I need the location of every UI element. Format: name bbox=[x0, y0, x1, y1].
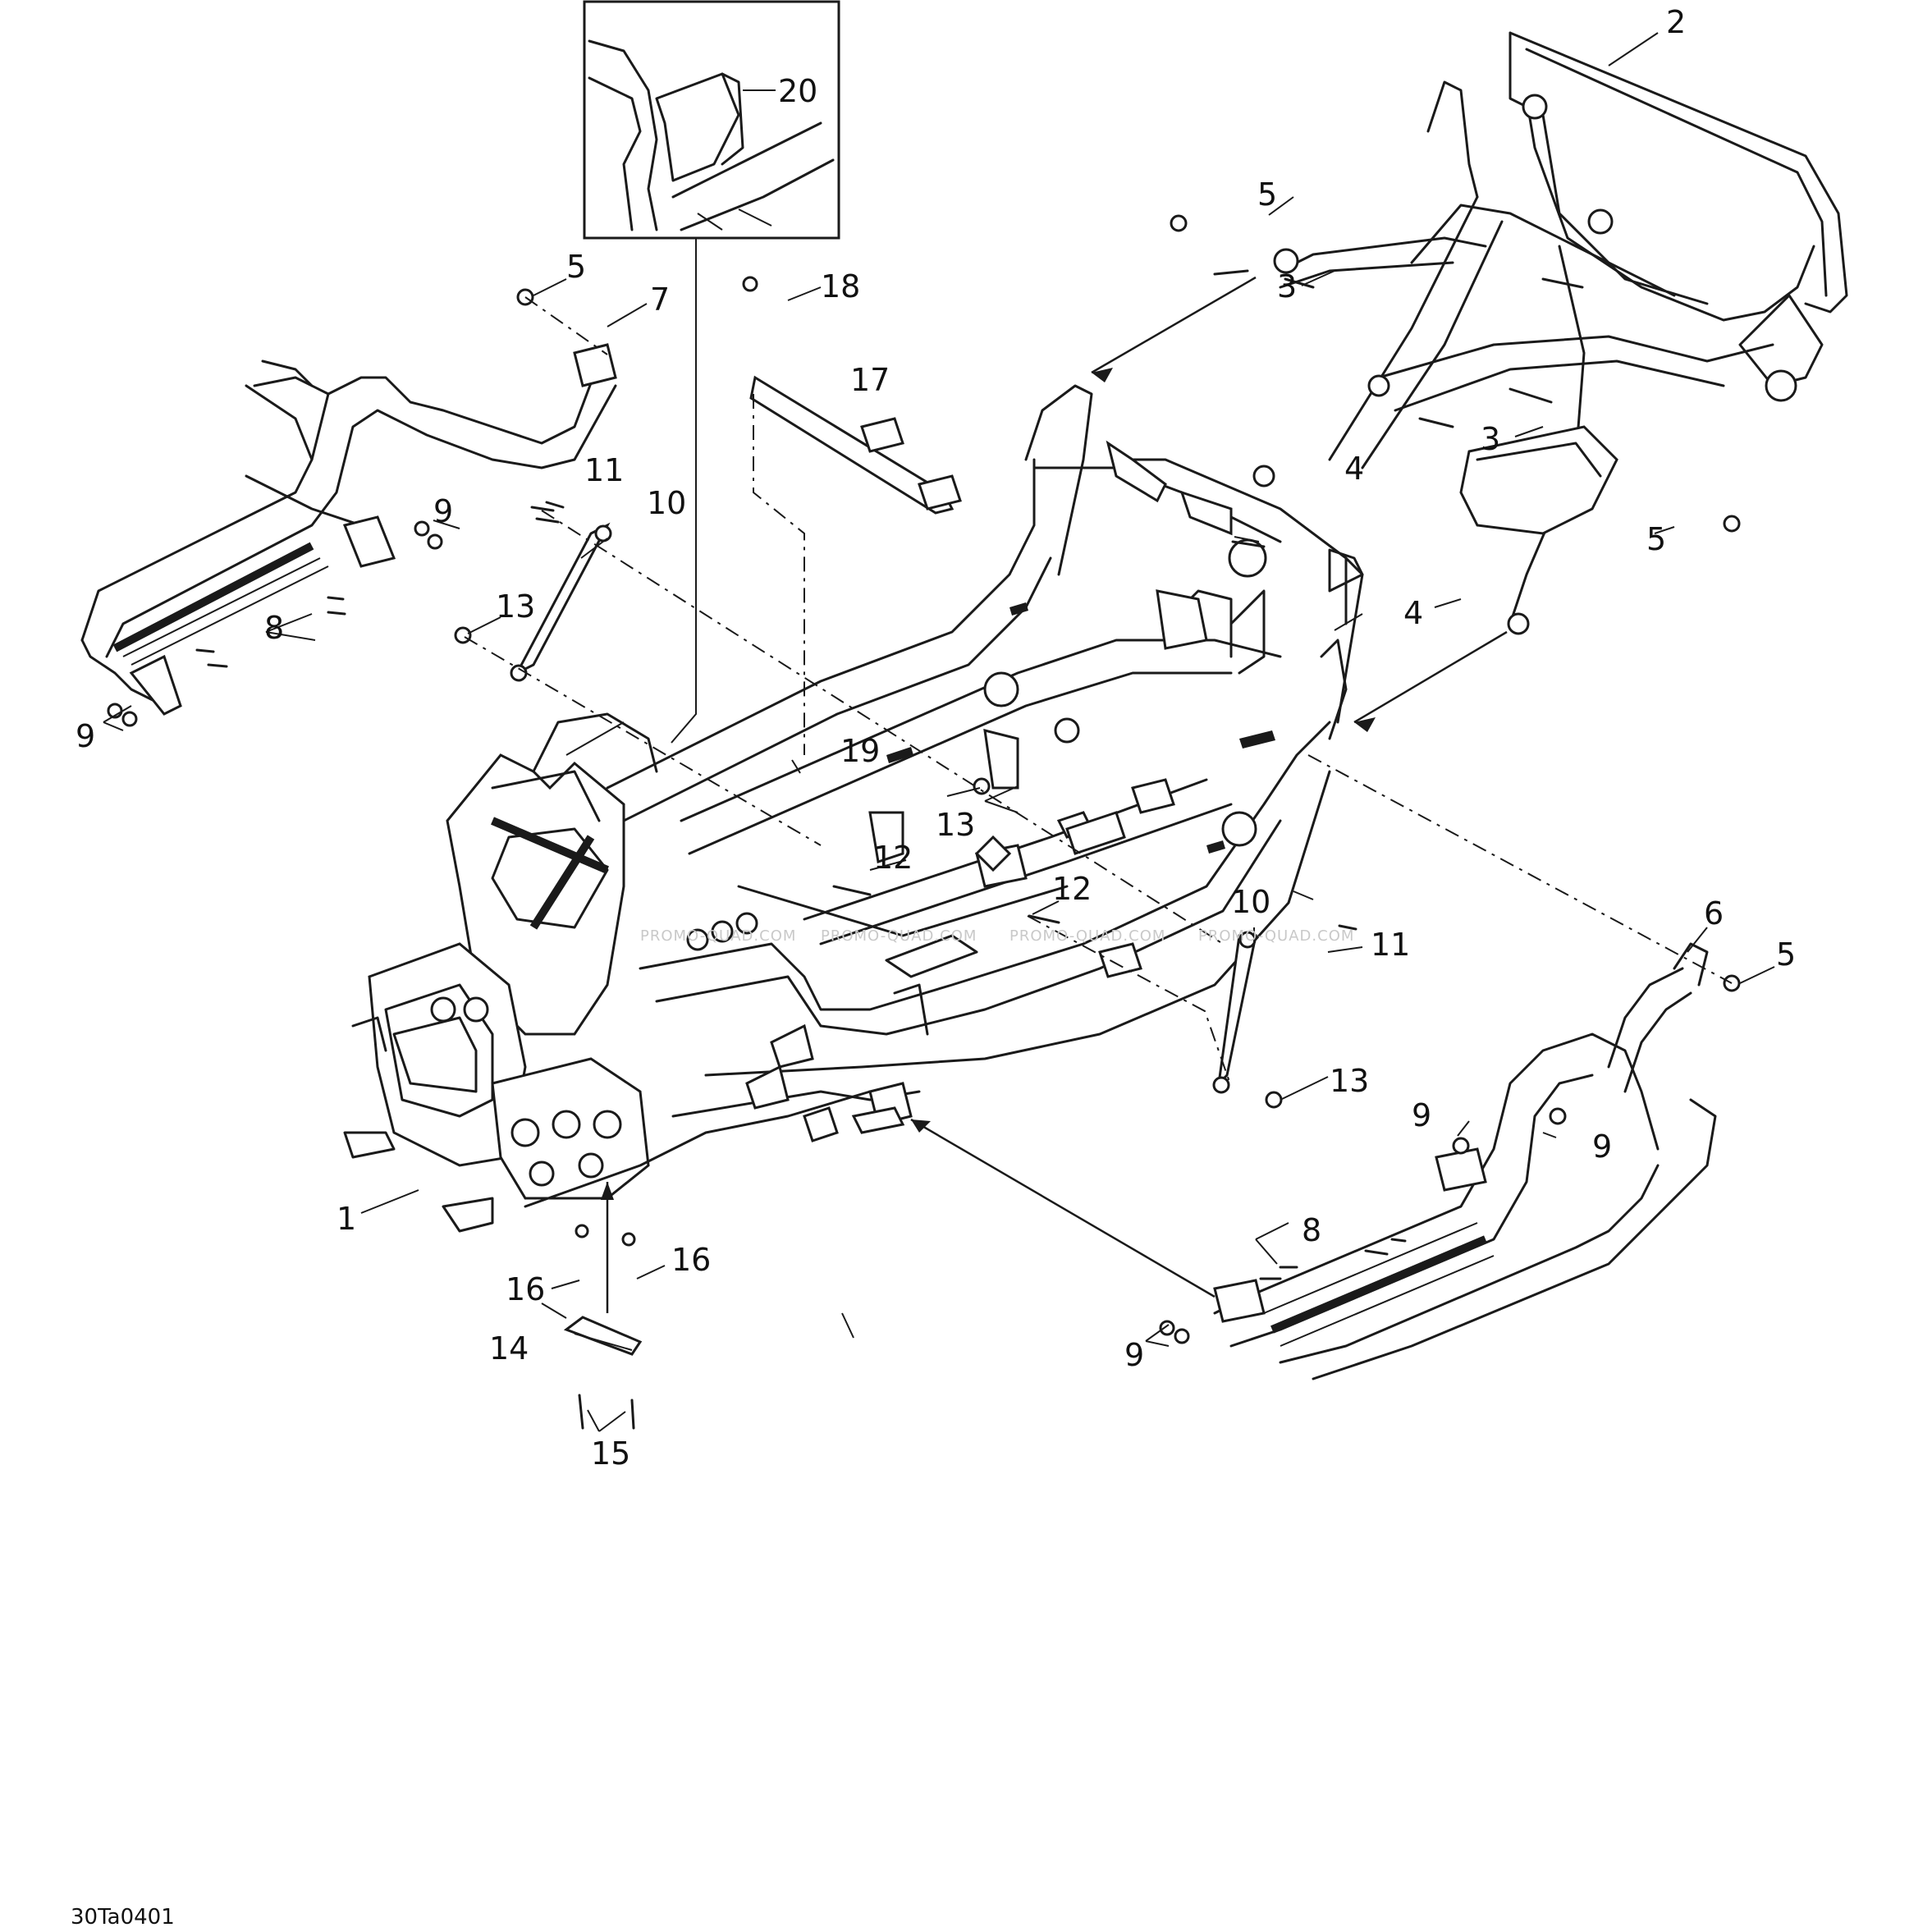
callout-5: 5 bbox=[1257, 176, 1277, 213]
callout-9: 9 bbox=[1592, 1129, 1612, 1165]
brace-bar bbox=[749, 375, 962, 515]
callout-12: 12 bbox=[1052, 871, 1092, 907]
callout-6: 6 bbox=[1704, 895, 1724, 932]
svg-text:PROMO-QUAD.COM: PROMO-QUAD.COM bbox=[1198, 927, 1354, 945]
callout-5: 5 bbox=[1776, 936, 1796, 973]
detail-inset bbox=[583, 0, 840, 240]
svg-text:PROMO-QUAD.COM: PROMO-QUAD.COM bbox=[640, 927, 796, 945]
callout-13: 13 bbox=[936, 807, 975, 843]
callout-13: 13 bbox=[496, 588, 535, 625]
callout-11: 11 bbox=[584, 452, 624, 488]
callout-3: 3 bbox=[1277, 268, 1297, 304]
callout-14: 14 bbox=[489, 1330, 529, 1367]
callout-3: 3 bbox=[1481, 421, 1500, 457]
callout-16: 16 bbox=[506, 1271, 545, 1307]
right-footrest bbox=[1213, 942, 1717, 1380]
strut-right bbox=[1216, 934, 1257, 1087]
callout-leaders bbox=[103, 32, 1775, 1432]
callout-8: 8 bbox=[264, 610, 284, 646]
explosion-lines bbox=[464, 276, 1733, 1313]
callout-2: 2 bbox=[1666, 4, 1686, 40]
callout-4: 4 bbox=[1403, 595, 1423, 631]
callout-labels: 1 2 3 3 4 4 5 5 5 5 6 7 8 8 9 9 9 9 9 10… bbox=[76, 4, 1796, 1472]
callout-9: 9 bbox=[433, 493, 453, 529]
callout-9: 9 bbox=[76, 718, 95, 754]
svg-text:PROMO-QUAD.COM: PROMO-QUAD.COM bbox=[821, 927, 977, 945]
callout-13: 13 bbox=[1330, 1063, 1369, 1099]
left-footrest bbox=[80, 343, 617, 716]
callout-17: 17 bbox=[850, 362, 890, 398]
callout-19: 19 bbox=[840, 733, 880, 769]
callout-7: 7 bbox=[650, 282, 670, 318]
callout-18: 18 bbox=[821, 268, 860, 304]
drawing-code: 30Ta0401 bbox=[71, 1905, 175, 1930]
callout-4: 4 bbox=[1344, 451, 1364, 487]
callout-5: 5 bbox=[566, 249, 586, 285]
callout-9: 9 bbox=[1412, 1097, 1431, 1133]
callout-8: 8 bbox=[1302, 1212, 1321, 1248]
plate bbox=[563, 1316, 643, 1356]
callout-9: 9 bbox=[1124, 1337, 1144, 1373]
watermark: PROMO-QUAD.COM PROMO-QUAD.COM PROMO-QUAD… bbox=[640, 927, 1354, 945]
callout-5: 5 bbox=[1646, 521, 1666, 557]
rear-subframe bbox=[1252, 31, 1848, 635]
callout-15: 15 bbox=[591, 1435, 630, 1472]
callout-11: 11 bbox=[1371, 927, 1410, 963]
fasteners bbox=[107, 214, 1741, 1430]
main-frame bbox=[343, 384, 1364, 1233]
svg-text:PROMO-QUAD.COM: PROMO-QUAD.COM bbox=[1009, 927, 1165, 945]
callout-16: 16 bbox=[671, 1242, 711, 1278]
callout-12: 12 bbox=[873, 840, 913, 876]
callout-20: 20 bbox=[778, 73, 817, 109]
callout-10: 10 bbox=[647, 485, 686, 521]
callout-10: 10 bbox=[1231, 884, 1270, 920]
callout-1: 1 bbox=[336, 1201, 356, 1237]
